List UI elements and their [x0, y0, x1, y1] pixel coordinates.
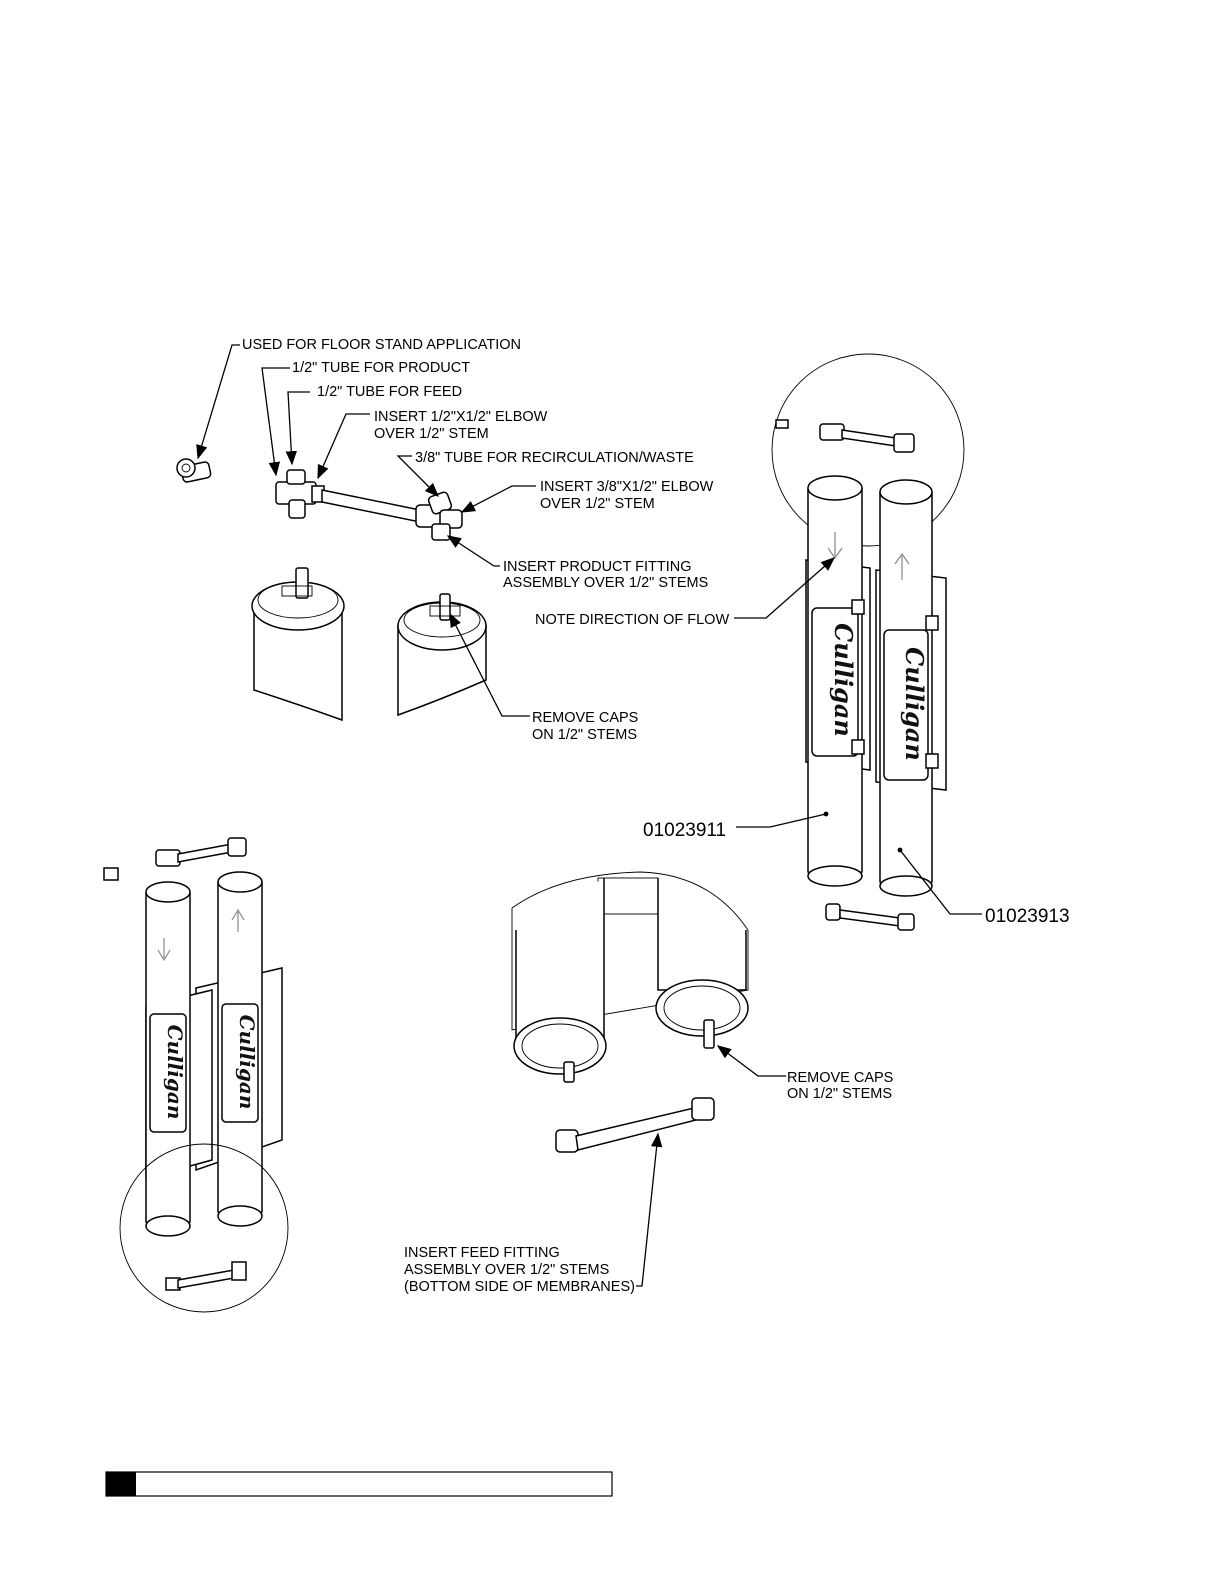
label-recirc-tube: 3/8" TUBE FOR RECIRCULATION/WASTE	[415, 450, 694, 466]
membrane-top-left	[251, 567, 345, 722]
logo-left-vessel: Culligan	[829, 623, 858, 737]
detail-fitting-top	[775, 419, 915, 453]
label-insert-38-elbow-1: INSERT 3/8"X1/2" ELBOW	[540, 479, 714, 495]
label-insert-product-1: INSERT PRODUCT FITTING	[503, 559, 692, 575]
label-insert-product-2: ASSEMBLY OVER 1/2" STEMS	[503, 575, 708, 591]
callout-labels: USED FOR FLOOR STAND APPLICATION 1/2" TU…	[242, 337, 1070, 1295]
label-remove-caps-top-1: REMOVE CAPS	[532, 710, 638, 726]
logo-bottom-left-vessel-1: Culligan	[163, 1025, 187, 1120]
product-tee-fitting	[275, 469, 325, 519]
part-number-right: 01023913	[985, 906, 1070, 927]
flow-arrow-up-icon-2	[231, 908, 245, 932]
product-tube	[321, 489, 421, 523]
membrane-vessels-bottom-left: Culligan Culligan	[103, 837, 289, 1313]
logo-bottom-left-vessel-2: Culligan	[235, 1015, 259, 1110]
label-insert-feed-2: ASSEMBLY OVER 1/2" STEMS	[404, 1262, 609, 1278]
product-fitting-assembly	[176, 458, 487, 722]
membrane-vessels-top-right: Culligan Culligan	[771, 353, 965, 931]
floor-stand-elbow	[176, 458, 212, 483]
detail-fitting-bottom-left-top	[103, 837, 247, 881]
label-remove-caps-top-2: ON 1/2" STEMS	[532, 727, 637, 743]
membrane-bottom-left	[513, 1017, 607, 1075]
label-insert-feed-3: (BOTTOM SIDE OF MEMBRANES)	[404, 1279, 635, 1295]
feed-tube	[575, 1107, 697, 1151]
detail-circle-top	[771, 353, 965, 547]
label-remove-caps-bottom-1: REMOVE CAPS	[787, 1070, 893, 1086]
label-remove-caps-bottom-2: ON 1/2" STEMS	[787, 1086, 892, 1102]
label-flow-direction: NOTE DIRECTION OF FLOW	[535, 612, 729, 628]
label-insert-feed-1: INSERT FEED FITTING	[404, 1245, 560, 1261]
label-product-tube: 1/2" TUBE FOR PRODUCT	[292, 360, 470, 376]
logo-right-vessel: Culligan	[900, 647, 929, 761]
recirc-elbow-fitting	[415, 491, 463, 541]
detail-circle-bottom-left	[119, 1143, 289, 1313]
label-insert-half-elbow-2: OVER 1/2" STEM	[374, 426, 489, 442]
callout-leaders-right	[734, 557, 982, 915]
membrane-bottom-right	[655, 979, 749, 1037]
page-number-box	[106, 1472, 136, 1496]
footer-bar	[105, 1471, 613, 1497]
flow-arrow-down-icon-2	[157, 938, 171, 962]
flow-arrow-up-icon	[894, 552, 910, 580]
part-number-left: 01023911	[643, 820, 726, 841]
label-insert-38-elbow-2: OVER 1/2" STEM	[540, 496, 655, 512]
membrane-top-right	[397, 593, 487, 717]
label-floor-stand: USED FOR FLOOR STAND APPLICATION	[242, 337, 521, 353]
membrane-bottoms-detail	[511, 871, 749, 1153]
label-insert-half-elbow-1: INSERT 1/2"X1/2" ELBOW	[374, 409, 548, 425]
callout-leaders-top	[196, 344, 536, 717]
label-feed-tube: 1/2" TUBE FOR FEED	[317, 384, 462, 400]
callout-leaders-bottom	[636, 1045, 786, 1287]
